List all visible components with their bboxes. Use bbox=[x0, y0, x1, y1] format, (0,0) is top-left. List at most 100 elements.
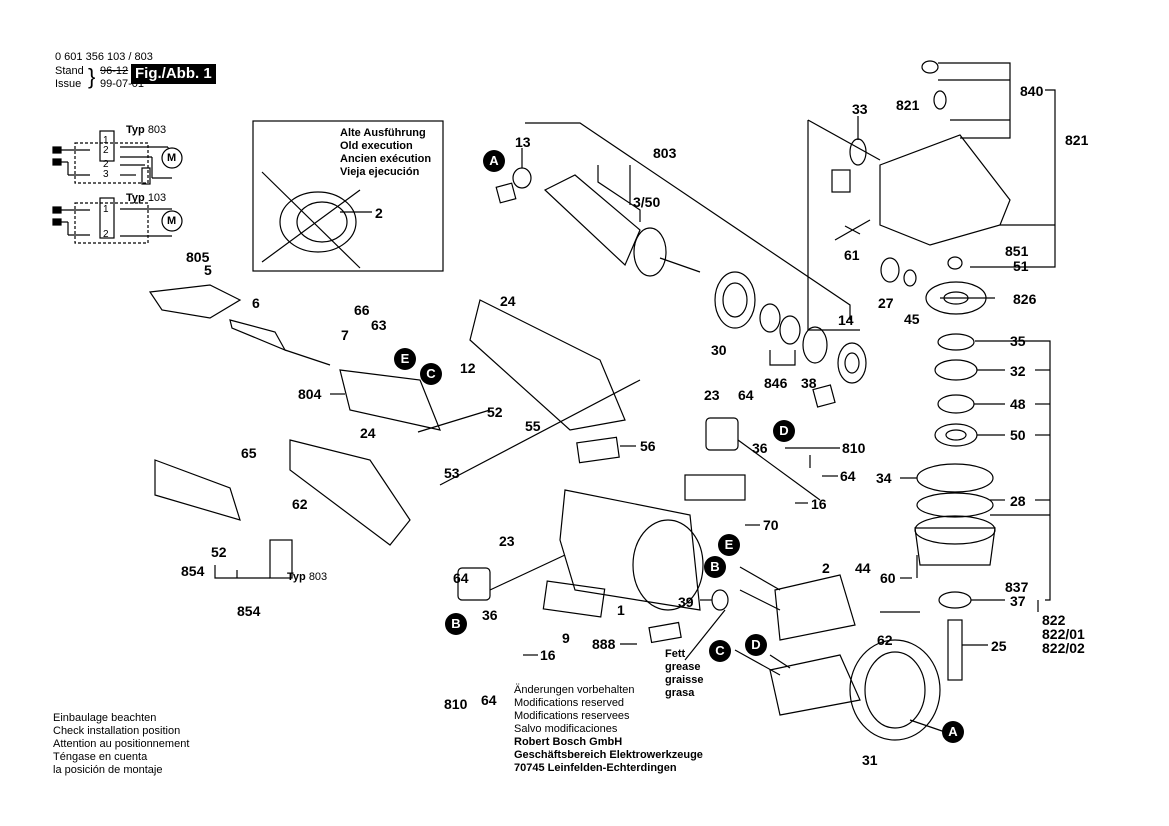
wiring-diagram-103 bbox=[52, 197, 183, 244]
part-label-1: 1 bbox=[617, 602, 625, 618]
part-label-24: 24 bbox=[500, 293, 516, 309]
callout-e: E bbox=[718, 534, 740, 556]
part-label-822: 822 bbox=[1042, 612, 1066, 628]
part-label-53: 53 bbox=[444, 465, 460, 481]
part-label-52: 52 bbox=[487, 404, 503, 420]
part-label-62: 62 bbox=[877, 632, 893, 648]
part-label-13: 13 bbox=[515, 134, 531, 150]
part-label-821: 821 bbox=[1065, 132, 1089, 148]
part-label-27: 27 bbox=[878, 295, 894, 311]
modifications-note: Änderungen vorbehalten Modifications res… bbox=[514, 684, 635, 735]
callout-d: D bbox=[773, 420, 795, 442]
part-label-805: 805 bbox=[186, 249, 210, 265]
pin-label: 3 bbox=[103, 169, 109, 180]
part-label-25: 25 bbox=[991, 638, 1007, 654]
brace-glyph: } bbox=[88, 64, 96, 89]
part-label-34: 34 bbox=[876, 470, 892, 486]
part-label-64: 64 bbox=[481, 692, 497, 708]
part-label-64: 64 bbox=[738, 387, 754, 403]
motor-symbol-103: M bbox=[167, 215, 177, 227]
part-label-32: 32 bbox=[1010, 363, 1026, 379]
part-label-804: 804 bbox=[298, 386, 322, 402]
part-label-55: 55 bbox=[525, 418, 541, 434]
part-label-62: 62 bbox=[292, 496, 308, 512]
part-label-48: 48 bbox=[1010, 396, 1026, 412]
part-label-826: 826 bbox=[1013, 291, 1037, 307]
part-label-64: 64 bbox=[840, 468, 856, 484]
old-execution-frame bbox=[252, 120, 444, 272]
part-label-61: 61 bbox=[844, 247, 860, 263]
pin-label: 1 bbox=[103, 135, 109, 146]
part-label-846: 846 bbox=[764, 375, 788, 391]
part-label-810: 810 bbox=[444, 696, 468, 712]
part-label-38: 38 bbox=[801, 375, 817, 391]
part-label-23: 23 bbox=[499, 533, 515, 549]
part-label-6: 6 bbox=[252, 295, 260, 311]
part-label-840: 840 bbox=[1020, 83, 1044, 99]
part-label-803: 803 bbox=[653, 145, 677, 161]
part-number: 0 601 356 103 / 803 bbox=[55, 51, 153, 63]
company-address: Robert Bosch GmbH Geschäftsbereich Elekt… bbox=[514, 736, 703, 774]
part-label-9: 9 bbox=[562, 630, 570, 646]
old-execution-part: 2 bbox=[375, 205, 383, 221]
part-label-822-01: 822/01 bbox=[1042, 626, 1085, 642]
part-label-24: 24 bbox=[360, 425, 376, 441]
old-execution-note: Alte Ausführung Old execution Ancien exé… bbox=[340, 127, 432, 178]
part-label-35: 35 bbox=[1010, 333, 1026, 349]
motor-symbol-803: M bbox=[167, 152, 177, 164]
part-label-51: 51 bbox=[1013, 258, 1029, 274]
part-label-2: 2 bbox=[822, 560, 830, 576]
callout-a: A bbox=[942, 721, 964, 743]
part-label-66: 66 bbox=[354, 302, 370, 318]
pin-label: 2 bbox=[103, 145, 109, 156]
callout-b: B bbox=[445, 613, 467, 635]
part-label-44: 44 bbox=[855, 560, 871, 576]
part-label-821: 821 bbox=[896, 97, 920, 113]
wiring-diagram-803 bbox=[52, 130, 183, 185]
part-label-37: 37 bbox=[1010, 593, 1026, 609]
installation-note: Einbaulage beachten Check installation p… bbox=[53, 712, 190, 776]
part-label-56: 56 bbox=[640, 438, 656, 454]
pin-label: 2 bbox=[103, 229, 109, 240]
callout-a: A bbox=[483, 150, 505, 172]
typ-803-label: Typ 803 bbox=[126, 124, 167, 136]
part-label-14: 14 bbox=[838, 312, 854, 328]
part-label-36: 36 bbox=[752, 440, 768, 456]
grease-note: Fett grease graisse grasa bbox=[665, 648, 704, 699]
figure-label: Fig./Abb. 1 bbox=[131, 64, 216, 84]
part-label-45: 45 bbox=[904, 311, 920, 327]
pin-label: 1 bbox=[103, 204, 109, 215]
part-label-16: 16 bbox=[540, 647, 556, 663]
callout-d: D bbox=[745, 634, 767, 656]
part-label-854: 854 bbox=[181, 563, 205, 579]
part-label-30: 30 bbox=[711, 342, 727, 358]
stand-label: Stand bbox=[55, 65, 84, 77]
part-label-7: 7 bbox=[341, 327, 349, 343]
part-label-837: 837 bbox=[1005, 579, 1029, 595]
callout-c: C bbox=[709, 640, 731, 662]
part-label-50: 50 bbox=[1010, 427, 1026, 443]
typ-803-note: Typ 803 bbox=[287, 571, 328, 583]
part-label-28: 28 bbox=[1010, 493, 1026, 509]
callout-e: E bbox=[394, 348, 416, 370]
part-label-39: 39 bbox=[678, 594, 694, 610]
part-label-64: 64 bbox=[453, 570, 469, 586]
part-label-16: 16 bbox=[811, 496, 827, 512]
stand-value: 96-12 bbox=[100, 65, 129, 77]
part-label-36: 36 bbox=[482, 607, 498, 623]
part-label-65: 65 bbox=[241, 445, 257, 461]
pin-label: 2 bbox=[103, 159, 109, 170]
part-label-12: 12 bbox=[460, 360, 476, 376]
part-label-854: 854 bbox=[237, 603, 261, 619]
part-label-23: 23 bbox=[704, 387, 720, 403]
part-label-5: 5 bbox=[204, 262, 212, 278]
typ-103-label: Typ 103 bbox=[126, 192, 167, 204]
callout-c: C bbox=[420, 363, 442, 385]
part-label-888: 888 bbox=[592, 636, 616, 652]
part-label-60: 60 bbox=[880, 570, 896, 586]
callout-b: B bbox=[704, 556, 726, 578]
part-label-3-50: 3/50 bbox=[633, 194, 661, 210]
part-label-822-02: 822/02 bbox=[1042, 640, 1085, 656]
part-label-63: 63 bbox=[371, 317, 387, 333]
